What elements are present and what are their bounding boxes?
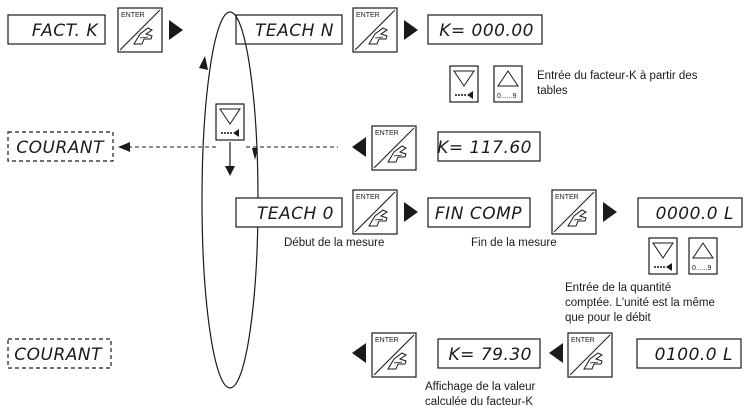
enter-key-icon[interactable]: ENTER	[371, 125, 417, 171]
enter-key-icon[interactable]: ENTER	[352, 7, 398, 53]
svg-text:TEACH N: TEACH N	[255, 21, 334, 41]
arrow-right-icon	[603, 202, 617, 222]
svg-text:K= 117.60: K= 117.60	[437, 138, 532, 158]
down-key-icon[interactable]	[215, 103, 245, 141]
enter-key-icon[interactable]: ENTER	[567, 332, 613, 378]
enter-key-icon[interactable]: ENTER	[117, 7, 163, 53]
display-courant-1: COURANT	[7, 131, 114, 162]
display-teach-n: TEACH N	[235, 14, 343, 45]
svg-text:TEACH 0: TEACH 0	[257, 204, 334, 224]
svg-text:ENTER: ENTER	[121, 12, 145, 19]
arrow-right-icon	[404, 202, 418, 222]
up-key-icon[interactable]: 0......9	[688, 237, 718, 275]
display-fact-k: FACT. K	[7, 14, 106, 45]
svg-text:0......9: 0......9	[497, 93, 517, 100]
arrow-right-icon	[404, 20, 418, 40]
display-k-79: K= 79.30	[437, 338, 541, 369]
svg-text:COURANT: COURANT	[16, 138, 105, 158]
display-teach-0: TEACH 0	[235, 197, 343, 228]
svg-text:ENTER: ENTER	[555, 194, 579, 201]
display-text: FACT. K	[32, 21, 99, 41]
svg-text:COURANT: COURANT	[14, 345, 103, 365]
caption-measure-end: Fin de la mesure	[471, 237, 557, 249]
loop-arrow-down-icon	[252, 148, 258, 160]
display-k-117: K= 117.60	[437, 131, 541, 162]
svg-text:K= 79.30: K= 79.30	[449, 345, 532, 365]
up-key-icon[interactable]: 0......9	[493, 65, 523, 103]
caption-quantity-entry: Entrée de la quantité comptée. L'unité e…	[565, 282, 718, 324]
svg-text:0100.0 L: 0100.0 L	[655, 345, 733, 365]
display-qty-0000: 0000.0 L	[637, 197, 743, 228]
enter-key-icon[interactable]: ENTER	[352, 189, 398, 235]
enter-key-icon[interactable]: ENTER	[551, 189, 597, 235]
svg-text:0......9: 0......9	[692, 265, 712, 272]
arrow-left-icon	[352, 343, 366, 363]
svg-text:ENTER: ENTER	[571, 337, 595, 344]
svg-text:ENTER: ENTER	[356, 194, 380, 201]
svg-text:ENTER: ENTER	[375, 337, 399, 344]
svg-text:ENTER: ENTER	[375, 130, 399, 137]
display-k-zero: K= 000.00	[427, 14, 543, 45]
svg-text:0000.0 L: 0000.0 L	[656, 204, 734, 224]
display-courant-2: COURANT	[7, 338, 112, 369]
down-key-icon[interactable]	[648, 237, 678, 275]
svg-text:ENTER: ENTER	[356, 12, 380, 19]
enter-key-icon[interactable]: ENTER	[371, 332, 417, 378]
caption-kfactor-display: Affichage de la valeur calculée du facte…	[425, 381, 539, 408]
display-qty-0100: 0100.0 L	[636, 338, 742, 369]
arrow-left-icon	[549, 343, 563, 363]
loop-arrow-up-icon	[199, 56, 208, 70]
arrow-right-icon	[169, 20, 183, 40]
arrow-left-icon	[352, 137, 366, 157]
caption-measure-start: Début de la mesure	[284, 237, 384, 249]
svg-text:FIN COMP: FIN COMP	[435, 204, 522, 224]
display-fin-comp: FIN COMP	[427, 197, 531, 228]
svg-text:K= 000.00: K= 000.00	[439, 21, 534, 41]
caption-kfactor-entry: Entrée du facteur-K à partir des tables	[537, 70, 701, 97]
down-key-icon[interactable]	[449, 65, 479, 103]
